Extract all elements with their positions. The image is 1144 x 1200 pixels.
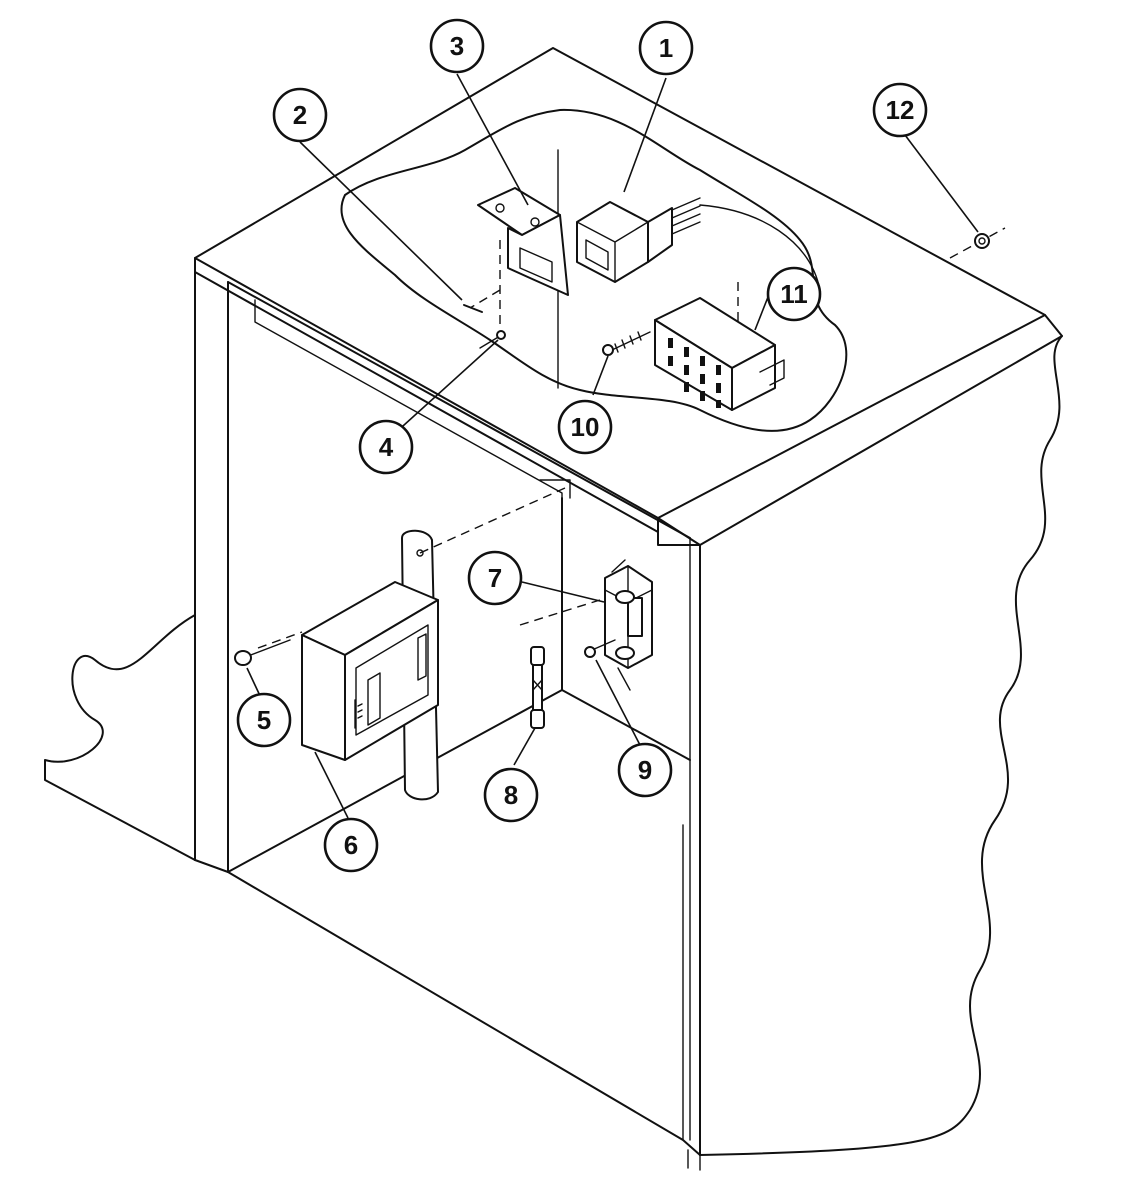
callout-8: 8	[483, 767, 539, 823]
left-break-line	[44, 614, 196, 861]
part-nut	[949, 227, 1006, 259]
callout-8-number: 8	[504, 780, 518, 810]
break-lines	[44, 335, 1063, 1171]
callout-7: 7	[467, 550, 523, 606]
cabinet-inner-right-wall	[682, 537, 691, 1141]
part-fuse	[530, 646, 545, 729]
cabinet-top-front-edge	[194, 257, 659, 533]
callout-2-number: 2	[293, 100, 307, 130]
callout-7-number: 7	[488, 563, 502, 593]
part-control-box	[301, 529, 439, 801]
callout-3: 3	[429, 18, 485, 74]
callout-12: 12	[872, 82, 928, 138]
callout-5: 5	[236, 692, 292, 748]
callout-6: 6	[323, 817, 379, 873]
part-fuse-holder	[519, 559, 653, 691]
part-screw-10	[602, 331, 651, 356]
part-mounting-bracket	[477, 187, 569, 296]
callout-4: 4	[358, 419, 414, 475]
callout-5-number: 5	[257, 705, 271, 735]
callout-10: 10	[557, 399, 613, 455]
part-pin	[463, 304, 483, 313]
callout-2: 2	[272, 87, 328, 143]
part-screw-5	[234, 487, 566, 666]
callout-4-number: 4	[379, 432, 394, 462]
callout-9-number: 9	[638, 755, 652, 785]
cabinet-bottom-edge	[194, 859, 701, 1156]
alignment-line-bracket	[469, 240, 501, 330]
part-screw-4	[479, 330, 506, 349]
callout-9: 9	[617, 742, 673, 798]
cabinet-inner-opening	[227, 281, 691, 873]
part-terminal-connector	[576, 197, 701, 283]
callout-11-number: 11	[780, 279, 808, 309]
right-break-line	[699, 335, 1063, 1156]
callout-1-number: 1	[659, 33, 673, 63]
callout-1: 1	[638, 20, 694, 76]
cabinet-right-panel	[657, 531, 701, 1156]
wire-harness	[699, 204, 821, 291]
callout-10-number: 10	[571, 412, 600, 442]
part-perforated-module	[654, 297, 785, 411]
cabinet-inner-shelf	[254, 299, 571, 499]
callout-3-number: 3	[450, 31, 464, 61]
callout-11: 11	[766, 266, 822, 322]
cabinet	[194, 47, 1063, 1156]
cabinet-left-post	[194, 271, 229, 873]
right-panel-ticks	[687, 1149, 701, 1171]
callout-6-number: 6	[344, 830, 358, 860]
part-screw-9	[584, 639, 616, 658]
callout-12-number: 12	[886, 95, 915, 125]
